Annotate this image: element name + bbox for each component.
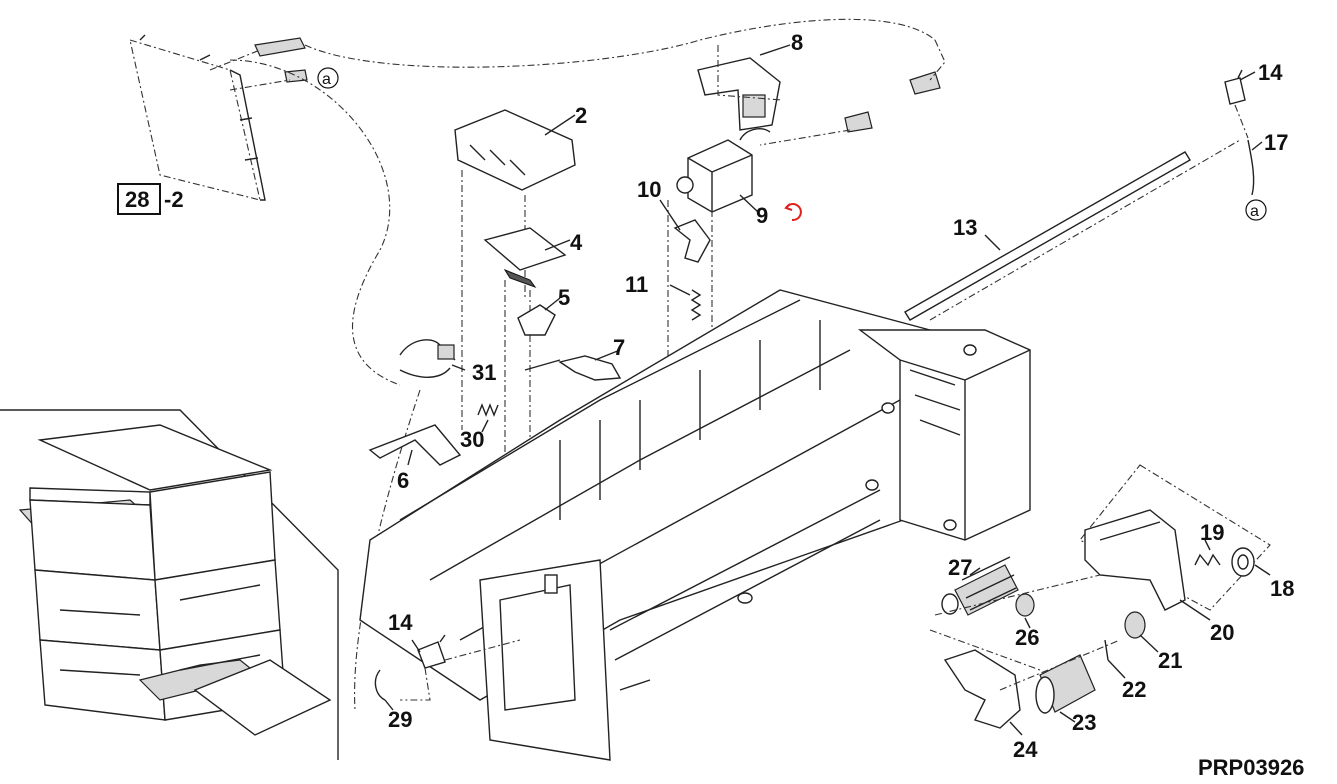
- leader-2: [544, 114, 576, 136]
- machine-inset: [0, 409, 339, 760]
- label-part-31: 31: [472, 360, 496, 385]
- part-23-roller: [1035, 654, 1096, 714]
- label-part-6: 6: [397, 468, 409, 493]
- part-7-lever: [558, 355, 622, 381]
- part-22-pin: [1104, 639, 1109, 661]
- leader-31: [451, 364, 466, 371]
- label-part-4: 4: [570, 230, 583, 255]
- leader-4: [544, 239, 571, 251]
- label-part-24: 24: [1013, 737, 1038, 762]
- leader-6: [407, 449, 413, 466]
- circle-ref-a-top: a: [317, 67, 339, 89]
- svg-text:a: a: [1250, 203, 1259, 220]
- part-5-bracket: [517, 304, 556, 336]
- part-30-spring: [477, 403, 499, 417]
- label-part-14-bottom: 14: [388, 610, 413, 635]
- leader-24: [1009, 721, 1023, 736]
- leader-29: [384, 699, 394, 711]
- leader-14-bottom: [411, 639, 421, 653]
- connector-harness: [254, 37, 306, 57]
- part-9-solenoid: [676, 128, 771, 213]
- leader-20: [1179, 599, 1211, 621]
- label-part-5: 5: [558, 285, 570, 310]
- part-24-holder: [943, 649, 1021, 729]
- label-part-2: 2: [575, 103, 587, 128]
- label-part-17: 17: [1264, 130, 1288, 155]
- label-part-9: 9: [756, 203, 768, 228]
- part-10-lever: [673, 219, 711, 263]
- part-29-harness: [374, 669, 386, 701]
- part-14-sensor-top: [1224, 69, 1246, 105]
- label-part-21: 21: [1158, 648, 1182, 673]
- ref-box-suffix: -2: [164, 187, 184, 212]
- leader-14-top: [1239, 71, 1256, 81]
- part-7-shaft: [524, 359, 561, 371]
- leader-30: [481, 419, 489, 433]
- label-part-8: 8: [791, 30, 803, 55]
- label-part-7: 7: [613, 335, 625, 360]
- part-19-spring: [1194, 553, 1221, 567]
- leader-23: [1059, 711, 1076, 723]
- part-20-holder: [1084, 509, 1186, 611]
- harness-route-top: [304, 18, 936, 68]
- part-11-spring: [690, 289, 702, 321]
- part-21-gear: [1124, 611, 1146, 639]
- leader-26: [1024, 617, 1031, 629]
- part-27-roller: [941, 556, 1019, 616]
- label-part-27: 27: [948, 555, 972, 580]
- leader-22: [1107, 659, 1126, 679]
- pwb-board: [129, 34, 308, 201]
- leader-19: [1204, 539, 1211, 551]
- leader-10: [659, 199, 681, 231]
- label-part-29: 29: [388, 707, 412, 732]
- leader-5: [544, 297, 561, 311]
- part-17-harness: [1247, 139, 1255, 196]
- leader-13: [984, 234, 1001, 251]
- harness-route-left: [229, 59, 401, 386]
- label-part-18: 18: [1270, 576, 1294, 601]
- feed-assy-outline: [1079, 464, 1271, 611]
- leader-9: [739, 194, 759, 213]
- label-part-19: 19: [1200, 520, 1224, 545]
- svg-text:a: a: [322, 71, 331, 88]
- label-part-30: 30: [460, 427, 484, 452]
- main-frame: [359, 289, 1031, 761]
- label-part-10: 10: [637, 177, 661, 202]
- leader-7: [594, 349, 621, 361]
- label-part-13: 13: [953, 215, 977, 240]
- leader-27: [969, 567, 981, 576]
- rotate-arrows-icon: [784, 203, 802, 222]
- label-part-22: 22: [1122, 677, 1146, 702]
- leader-8: [759, 44, 791, 56]
- leader-18: [1254, 564, 1271, 576]
- part-31-connector: [437, 344, 455, 360]
- label-part-26: 26: [1015, 625, 1039, 650]
- label-part-14-top: 14: [1258, 60, 1283, 85]
- label-part-20: 20: [1210, 620, 1234, 645]
- part-26-gear: [1015, 593, 1035, 617]
- part-13-shaft: [904, 151, 1191, 321]
- leader-11: [669, 284, 691, 296]
- harness-connector-2: [844, 111, 873, 133]
- figure-code: PRP03926: [1198, 755, 1304, 780]
- leader-17: [1251, 141, 1263, 151]
- part-8-cover: [697, 45, 783, 131]
- part-6-actuator: [368, 424, 462, 466]
- label-part-23: 23: [1072, 710, 1096, 735]
- leader-21: [1139, 634, 1159, 653]
- ref-box: 28 -2: [117, 183, 184, 215]
- ref-box-number: 28: [125, 187, 149, 212]
- circle-ref-a-right: a: [1245, 199, 1267, 221]
- harness-connector-1: [909, 71, 941, 95]
- part-18-bushing: [1231, 547, 1255, 577]
- label-part-11: 11: [625, 272, 648, 297]
- part-2-cover: [454, 109, 576, 430]
- part-14-sensor-bottom: [417, 634, 446, 669]
